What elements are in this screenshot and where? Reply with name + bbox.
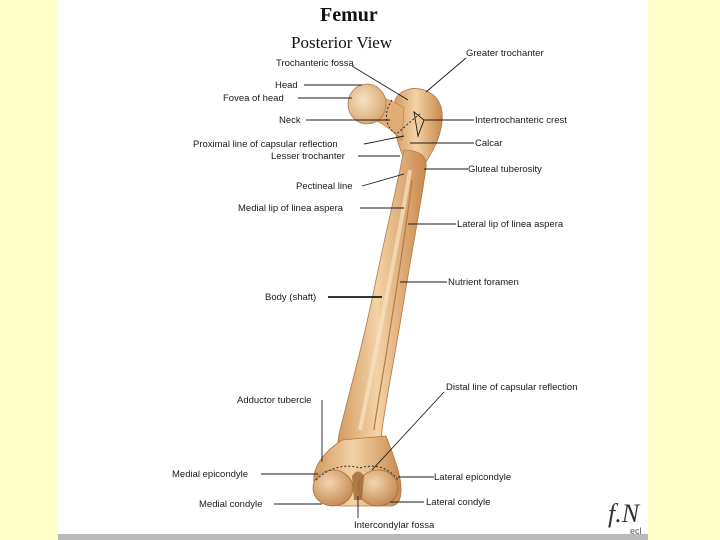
label-lateral-condyle: Lateral condyle: [426, 497, 490, 508]
signature-logo: f.N ecl: [606, 476, 648, 536]
label-trochanteric-fossa: Trochanteric fossa: [276, 58, 355, 69]
label-body-shaft: Body (shaft): [265, 292, 316, 303]
label-fovea-of-head: Fovea of head: [223, 93, 284, 104]
label-lateral-epicondyle: Lateral epicondyle: [434, 472, 511, 483]
label-intertrochanteric-crest: Intertrochanteric crest: [475, 115, 567, 126]
label-pectineal-line: Pectineal line: [296, 181, 353, 192]
label-medial-condyle: Medial condyle: [199, 499, 262, 510]
label-lateral-lip-linea-aspera: Lateral lip of linea aspera: [457, 219, 564, 230]
figure-subtitle: Posterior View: [291, 33, 393, 52]
figure-title: Femur: [320, 4, 378, 26]
label-greater-trochanter: Greater trochanter: [466, 48, 544, 59]
label-lesser-trochanter: Lesser trochanter: [271, 151, 345, 162]
label-head: Head: [275, 80, 298, 91]
label-intercondylar-fossa: Intercondylar fossa: [354, 520, 435, 531]
label-neck: Neck: [279, 115, 301, 126]
label-calcar: Calcar: [475, 138, 502, 149]
label-adductor-tubercle: Adductor tubercle: [237, 395, 311, 406]
logo-mark: f.N: [608, 499, 641, 528]
label-medial-epicondyle: Medial epicondyle: [172, 469, 248, 480]
slide-bottom-bar: [58, 534, 648, 540]
label-medial-lip-linea-aspera: Medial lip of linea aspera: [238, 203, 344, 214]
label-gluteal-tuberosity: Gluteal tuberosity: [468, 164, 542, 175]
label-distal-line-capsular: Distal line of capsular reflection: [446, 382, 577, 393]
label-proximal-line-capsular: Proximal line of capsular reflection: [193, 139, 338, 150]
label-nutrient-foramen: Nutrient foramen: [448, 277, 519, 288]
